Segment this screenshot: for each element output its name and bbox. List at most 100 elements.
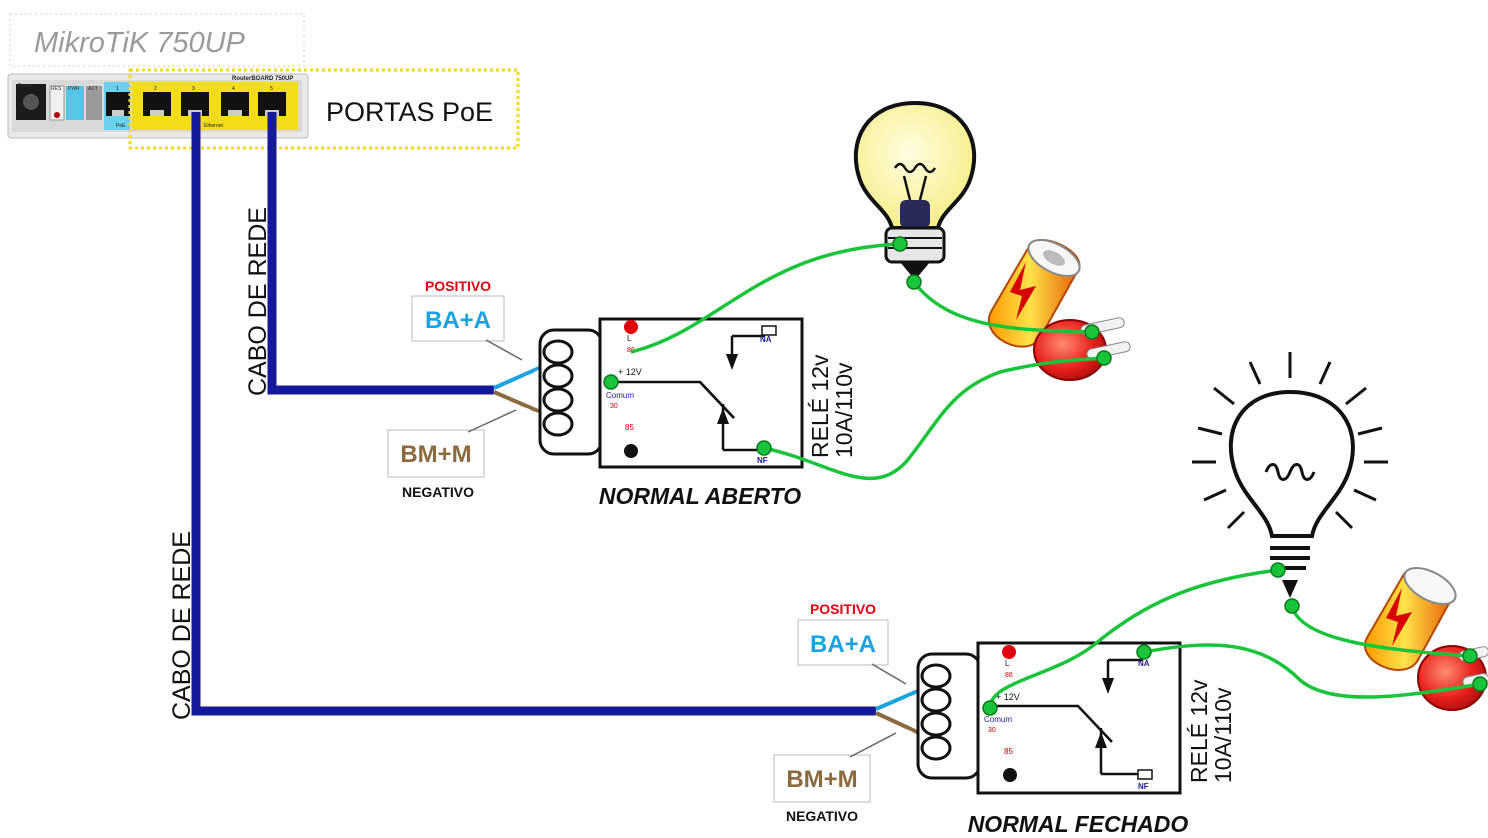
positive-label: POSITIVO bbox=[425, 278, 491, 294]
poe-ports-highlight bbox=[128, 68, 520, 150]
relay-rating-line2: 10A/110v bbox=[831, 362, 857, 458]
relay-caption: NORMAL FECHADO bbox=[968, 811, 1189, 837]
port-label-res: RES bbox=[51, 86, 62, 92]
positive-wire-box bbox=[797, 619, 889, 666]
wire-na-to-plug bbox=[1143, 643, 1481, 699]
node-nf bbox=[756, 440, 772, 456]
relay-box bbox=[976, 641, 1182, 795]
ethernet-port-2: 2 bbox=[143, 86, 171, 116]
pin-na: NA bbox=[760, 335, 772, 344]
bulb-rays bbox=[1192, 352, 1388, 530]
negative-wire-label: BM+M bbox=[786, 766, 857, 793]
node-plug-2 bbox=[1472, 676, 1488, 692]
svg-text:5: 5 bbox=[270, 86, 273, 92]
pin-30: 30 bbox=[988, 727, 996, 734]
ethernet-port-1: 1 bbox=[106, 86, 130, 116]
pin-comum: Comum bbox=[984, 715, 1012, 724]
pwr-led-area bbox=[66, 86, 84, 120]
negative-wire-label: BM+M bbox=[400, 441, 471, 468]
pin-l: L bbox=[627, 334, 632, 343]
brand-label: RouterBOARD 750UP bbox=[232, 76, 293, 82]
device-title: MikroTiK 750UP bbox=[34, 27, 246, 59]
svg-text:4: 4 bbox=[232, 86, 235, 92]
ethernet-sublabel: Ethernet bbox=[204, 123, 224, 129]
cable-2-label: CABO DE REDE bbox=[168, 531, 196, 720]
relay-normal-fechado: L 86 + 12V Comum 30 85 NA NF RELÉ 12v 10… bbox=[773, 601, 1236, 837]
svg-text:2: 2 bbox=[154, 86, 157, 92]
relay-coil bbox=[542, 339, 574, 437]
pin-nf: NF bbox=[757, 456, 768, 465]
node-bulb-top bbox=[1270, 562, 1286, 578]
relay-arrow-up bbox=[717, 408, 729, 424]
wire-comum-to-bulb bbox=[630, 242, 901, 354]
positive-wire-label: BA+A bbox=[810, 631, 876, 658]
wire-bulb-to-plug bbox=[1290, 605, 1471, 658]
svg-text:1: 1 bbox=[116, 86, 119, 92]
port-label-pwr: PWR bbox=[68, 86, 80, 92]
poe-sublabel: PoE bbox=[116, 123, 126, 129]
node-plug-2 bbox=[1096, 350, 1112, 366]
terminal-positive bbox=[624, 320, 638, 334]
na-terminal bbox=[761, 325, 777, 336]
terminal-negative bbox=[1003, 768, 1017, 782]
wire-nf-to-plug bbox=[763, 356, 1105, 481]
node-comum bbox=[982, 700, 998, 716]
load-wires-bottom bbox=[988, 568, 1481, 709]
reset-led bbox=[54, 112, 60, 118]
pin-12v: + 12V bbox=[618, 367, 642, 377]
relay-rating-line1: RELÉ 12v bbox=[1186, 679, 1212, 783]
pin-comum: Comum bbox=[606, 391, 634, 400]
node-na bbox=[1136, 644, 1152, 660]
positive-callout-line bbox=[485, 339, 523, 361]
reset-button bbox=[49, 85, 65, 121]
act-led-area bbox=[86, 86, 102, 120]
pin-nf: NF bbox=[1138, 782, 1149, 791]
nf-terminal bbox=[1137, 769, 1153, 780]
device-title-box bbox=[9, 13, 305, 67]
node-bulb-bottom bbox=[1284, 598, 1300, 614]
battery-plug-icon bbox=[1364, 566, 1488, 711]
poe-ports-label: PORTAS PoE bbox=[326, 97, 493, 127]
positive-wire-label: BA+A bbox=[425, 307, 491, 334]
negative-callout-line bbox=[467, 409, 517, 433]
wire-bulb-to-plug bbox=[912, 280, 1093, 334]
load-wires-top bbox=[630, 242, 1105, 481]
power-jack-hole bbox=[23, 94, 39, 110]
negative-wire-box bbox=[387, 429, 485, 478]
negative-label: NEGATIVO bbox=[786, 808, 858, 824]
pin-86: 86 bbox=[1005, 672, 1013, 679]
ethernet-port-4: 4 bbox=[221, 86, 249, 116]
pin-30: 30 bbox=[610, 403, 618, 410]
negative-label: NEGATIVO bbox=[402, 484, 474, 500]
positive-label: POSITIVO bbox=[810, 601, 876, 617]
negative-wire-box bbox=[773, 754, 871, 803]
relay-caption: NORMAL ABERTO bbox=[599, 483, 801, 509]
positive-wire-top-stripe bbox=[493, 326, 633, 393]
node-plug-1 bbox=[1462, 648, 1478, 664]
light-bulb-off-icon bbox=[1192, 352, 1388, 598]
pin-85: 85 bbox=[625, 423, 634, 432]
positive-wire-box bbox=[411, 295, 505, 342]
pin-85: 85 bbox=[1004, 747, 1013, 756]
cable-1-label: CABO DE REDE bbox=[244, 207, 272, 396]
node-comum bbox=[603, 374, 619, 390]
network-cable-1 bbox=[267, 112, 494, 395]
node-plug-1 bbox=[1084, 324, 1100, 340]
relay-rating-line1: RELÉ 12v bbox=[807, 354, 833, 458]
relay-rating-line2: 10A/110v bbox=[1210, 687, 1236, 783]
port-label-power: Power bbox=[18, 83, 33, 89]
relay-coil bbox=[920, 663, 952, 761]
relay-arrow-down bbox=[1102, 678, 1114, 694]
svg-text:3: 3 bbox=[192, 86, 195, 92]
relay-arrow-down bbox=[726, 354, 738, 370]
port-label-act: ACT bbox=[88, 86, 98, 92]
mikrotik-router: MikroTiK 750UP Power RES PWR ACT RouterB… bbox=[7, 13, 309, 139]
load-wire-nodes-top bbox=[603, 236, 1112, 456]
network-cable-2 bbox=[191, 112, 876, 716]
terminal-positive bbox=[1002, 645, 1016, 659]
node-bulb-top bbox=[892, 236, 908, 252]
wire-comum-to-bulb bbox=[988, 568, 1279, 709]
pin-na: NA bbox=[1138, 659, 1150, 668]
pin-12v: + 12V bbox=[996, 692, 1020, 702]
relay-arrow-up bbox=[1095, 732, 1107, 748]
